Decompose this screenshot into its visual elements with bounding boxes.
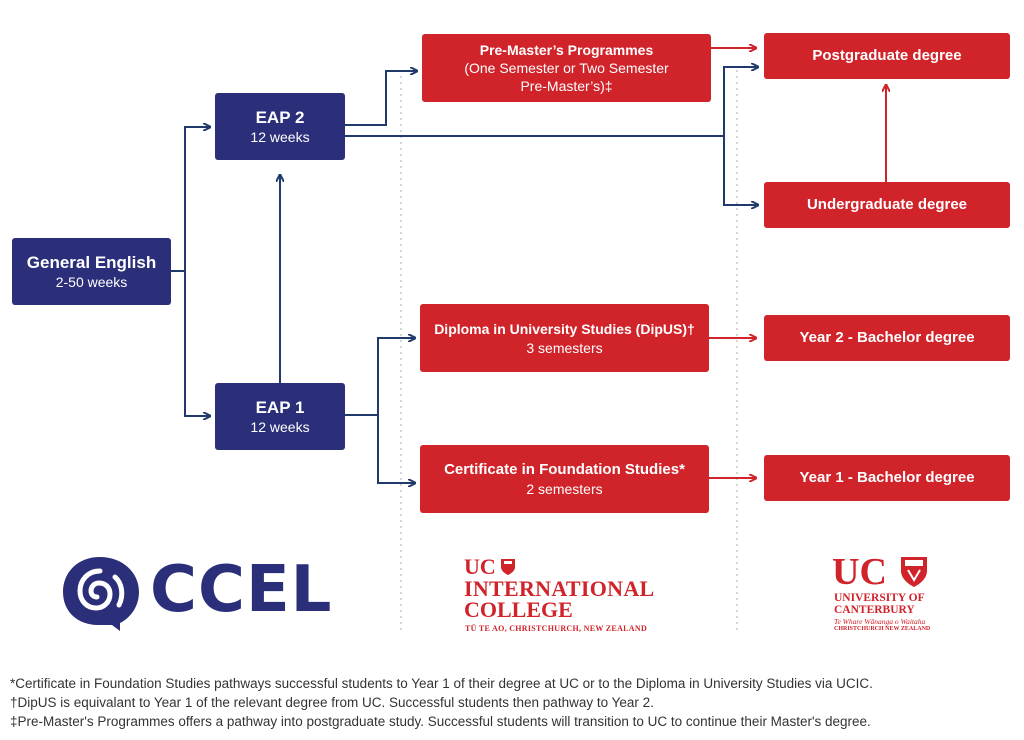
premasters-box: Pre-Master’s Programmes (One Semester or… — [422, 34, 711, 102]
crest-icon — [901, 557, 927, 587]
ucic-uc-mark: UC — [464, 554, 496, 579]
cfs-box: Certificate in Foundation Studies* 2 sem… — [420, 445, 709, 513]
postgraduate-degree-box: Postgraduate degree — [764, 33, 1010, 79]
uc-line2: CANTERBURY — [834, 604, 915, 616]
ucic-tagline: TŪ TE AO, CHRISTCHURCH, NEW ZEALAND — [465, 624, 648, 633]
box-title: Diploma in University Studies (DipUS)† — [434, 321, 695, 337]
box-subtitle: Pre-Master’s)‡ — [520, 78, 613, 94]
ccel-swirl-icon — [63, 557, 139, 631]
arrow-ge-eap1 — [184, 271, 210, 416]
box-title: Postgraduate degree — [812, 47, 962, 64]
uc-tagline-location: CHRISTCHURCH NEW ZEALAND — [834, 626, 931, 632]
box-subtitle: 12 weeks — [250, 418, 310, 435]
arrow-eap2-postgrad — [345, 67, 758, 137]
footnote: *Certificate in Foundation Studies pathw… — [10, 676, 873, 691]
box-title: EAP 2 — [255, 107, 305, 127]
uc-mark: UC — [832, 551, 887, 593]
box-subtitle: 12 weeks — [250, 128, 310, 145]
box-title: Year 1 - Bachelor degree — [799, 469, 975, 486]
eap2-box: EAP 2 12 weeks — [215, 93, 345, 160]
box-title: EAP 1 — [255, 397, 305, 417]
arrow-eap2-premasters — [345, 71, 417, 126]
box-title: General English — [26, 252, 157, 272]
crest-icon — [501, 559, 515, 575]
arrow-eap2-undergrad — [723, 136, 758, 205]
box-subtitle: 2-50 weeks — [55, 273, 128, 290]
ccel-wordmark: CCEL — [150, 553, 333, 627]
ccel-logo: CCEL — [60, 553, 333, 633]
box-title: Year 2 - Bachelor degree — [799, 329, 975, 346]
box-subtitle: (One Semester or Two Semester — [464, 60, 669, 76]
box-title: Undergraduate degree — [806, 196, 968, 213]
year2-bachelor-box: Year 2 - Bachelor degree — [764, 315, 1010, 361]
footnote: ‡Pre-Master's Programmes offers a pathwa… — [10, 714, 871, 729]
ucic-line2: COLLEGE — [464, 597, 573, 622]
uc-line1: UNIVERSITY OF — [834, 592, 925, 604]
box-subtitle: 3 semesters — [526, 340, 603, 356]
ucic-logo: UC INTERNATIONAL COLLEGE TŪ TE AO, CHRIS… — [464, 556, 674, 636]
arrow-eap1-cfs — [377, 415, 415, 483]
general-english-box: General English 2-50 weeks — [12, 238, 171, 305]
year1-bachelor-box: Year 1 - Bachelor degree — [764, 455, 1010, 501]
box-title: Certificate in Foundation Studies* — [444, 461, 685, 478]
uc-logo: UC UNIVERSITY OF CANTERBURY Te Whare Wān… — [832, 552, 942, 636]
uc-tagline-maori: Te Whare Wānanga o Waitaha — [834, 617, 926, 626]
box-subtitle: 2 semesters — [526, 481, 603, 497]
undergraduate-degree-box: Undergraduate degree — [764, 182, 1010, 228]
eap1-box: EAP 1 12 weeks — [215, 383, 345, 450]
dipus-box: Diploma in University Studies (DipUS)† 3… — [420, 304, 709, 372]
arrow-ge-eap2 — [171, 127, 210, 272]
box-title: Pre-Master’s Programmes — [479, 42, 654, 58]
arrow-eap1-dipus — [345, 338, 415, 416]
footnotes: *Certificate in Foundation Studies pathw… — [10, 674, 1020, 731]
ucic-line1: INTERNATIONAL — [464, 576, 655, 601]
footnote: †DipUS is equivalant to Year 1 of the re… — [10, 695, 654, 710]
